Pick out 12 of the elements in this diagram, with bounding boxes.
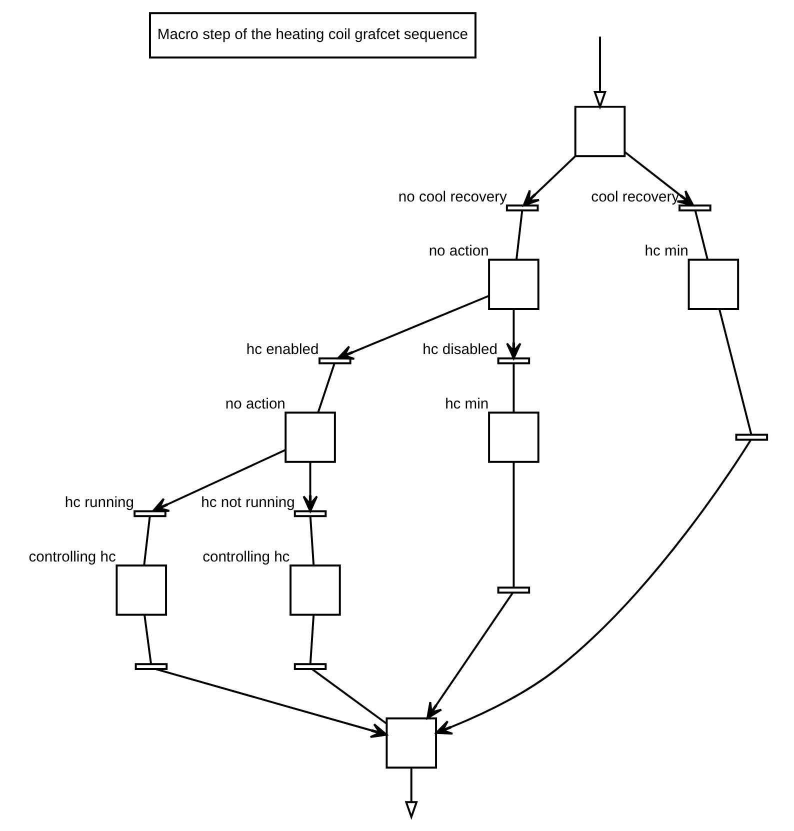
node-label: controlling hc [28, 549, 116, 566]
node-label: no action [224, 396, 285, 412]
node-label: controlling hc [202, 549, 290, 566]
node-label: hc min [644, 244, 688, 260]
node-label: hc disabled [422, 342, 497, 358]
node-label: no cool recovery [398, 189, 506, 206]
node-label: hc not running [200, 495, 294, 512]
node-label: hc running [64, 495, 134, 512]
node-label: hc min [444, 396, 488, 412]
node-label: no action [428, 244, 488, 260]
node-label: hc enabled [246, 342, 318, 358]
node-label: cool recovery [590, 189, 679, 206]
